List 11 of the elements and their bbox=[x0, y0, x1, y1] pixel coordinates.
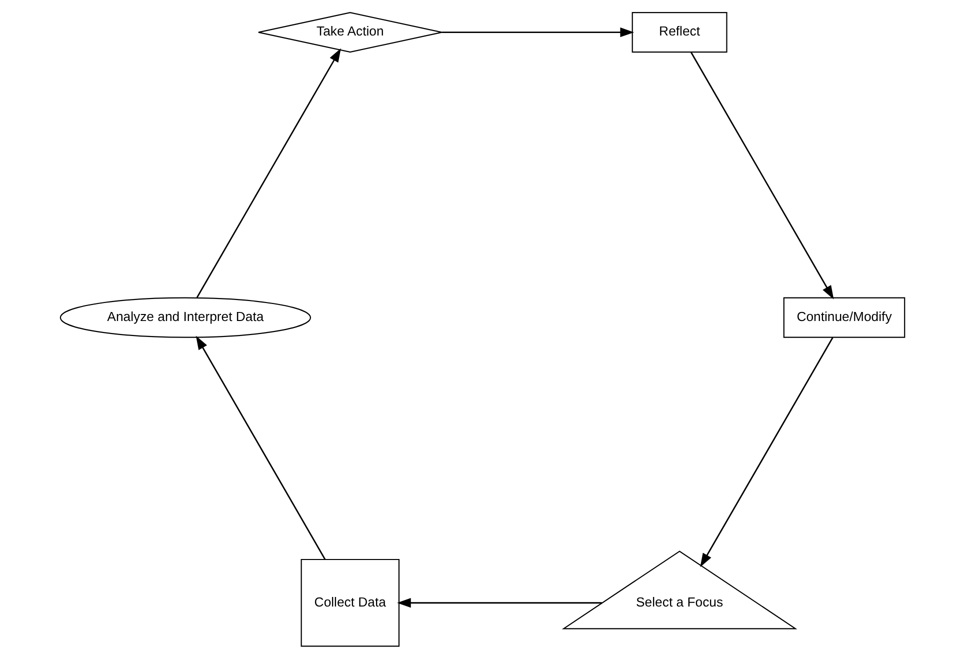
node-box: Continue/Modify bbox=[783, 297, 906, 338]
node-diamond: Take Action bbox=[258, 12, 442, 53]
arrow bbox=[442, 27, 634, 38]
node-box: Reflect bbox=[632, 12, 728, 53]
arrow bbox=[196, 336, 326, 560]
node-ellipse: Analyze and Interpret Data bbox=[60, 297, 312, 338]
arrow bbox=[700, 337, 834, 568]
node-box: Collect Data bbox=[300, 558, 400, 647]
arrow bbox=[196, 48, 341, 298]
arrow bbox=[690, 52, 834, 300]
arrow bbox=[397, 598, 602, 608]
